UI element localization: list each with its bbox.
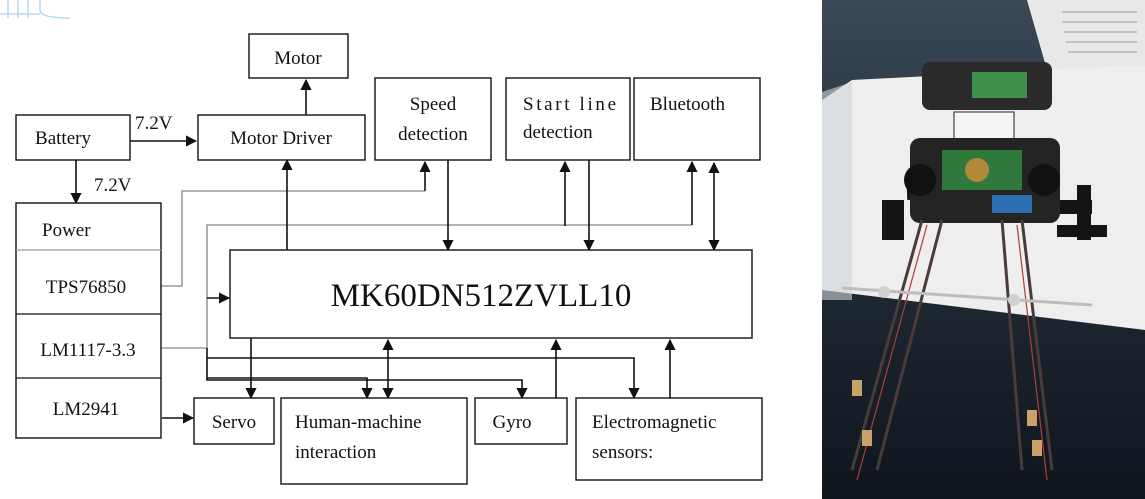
bluetooth-box <box>633 77 761 161</box>
smart-car-photo <box>822 0 1145 499</box>
battery-label: Battery <box>35 128 91 149</box>
voltage-label-driver: 7.2V <box>135 113 173 134</box>
start-line-label: Start line <box>523 94 616 115</box>
gyro-box <box>474 397 568 445</box>
hmi-box <box>280 397 468 485</box>
speed-detection-label: Speed <box>410 94 457 115</box>
battery-box <box>15 114 131 161</box>
paper-sheet <box>1027 0 1145 70</box>
start-line-label: detection <box>523 122 593 143</box>
motor-box <box>248 33 349 79</box>
power-box <box>15 202 162 439</box>
hmi-label: interaction <box>295 442 377 463</box>
block-diagram: Motor Motor Driver Battery 7.2V 7.2V Spe… <box>0 0 763 485</box>
hmi-label: Human-machine <box>295 412 422 433</box>
tps76850-label: TPS76850 <box>46 277 126 298</box>
motor-label: Motor <box>274 48 322 69</box>
corner-decoration <box>0 0 71 19</box>
lm1117-label: LM1117-3.3 <box>40 340 135 361</box>
start-line-detection-box <box>505 77 631 161</box>
mcu-label: MK60DN512ZVLL10 <box>331 278 632 314</box>
motor-driver-label: Motor Driver <box>230 128 333 149</box>
em-sensors-box <box>575 397 763 481</box>
gyro-label: Gyro <box>492 412 531 433</box>
voltage-label-power: 7.2V <box>94 175 132 196</box>
bluetooth-label: Bluetooth <box>650 94 725 115</box>
servo-label: Servo <box>212 412 256 433</box>
em-sensors-label: sensors: <box>592 442 653 463</box>
signal-wires <box>70 78 720 424</box>
speed-detection-box <box>374 77 492 161</box>
lm2941-label: LM2941 <box>53 399 120 420</box>
servo-box <box>193 397 275 445</box>
em-sensors-label: Electromagnetic <box>592 412 717 433</box>
mcu-box <box>229 249 753 339</box>
power-label: Power <box>42 220 91 241</box>
motor-driver-box <box>197 114 366 161</box>
speed-detection-label: detection <box>398 124 468 145</box>
